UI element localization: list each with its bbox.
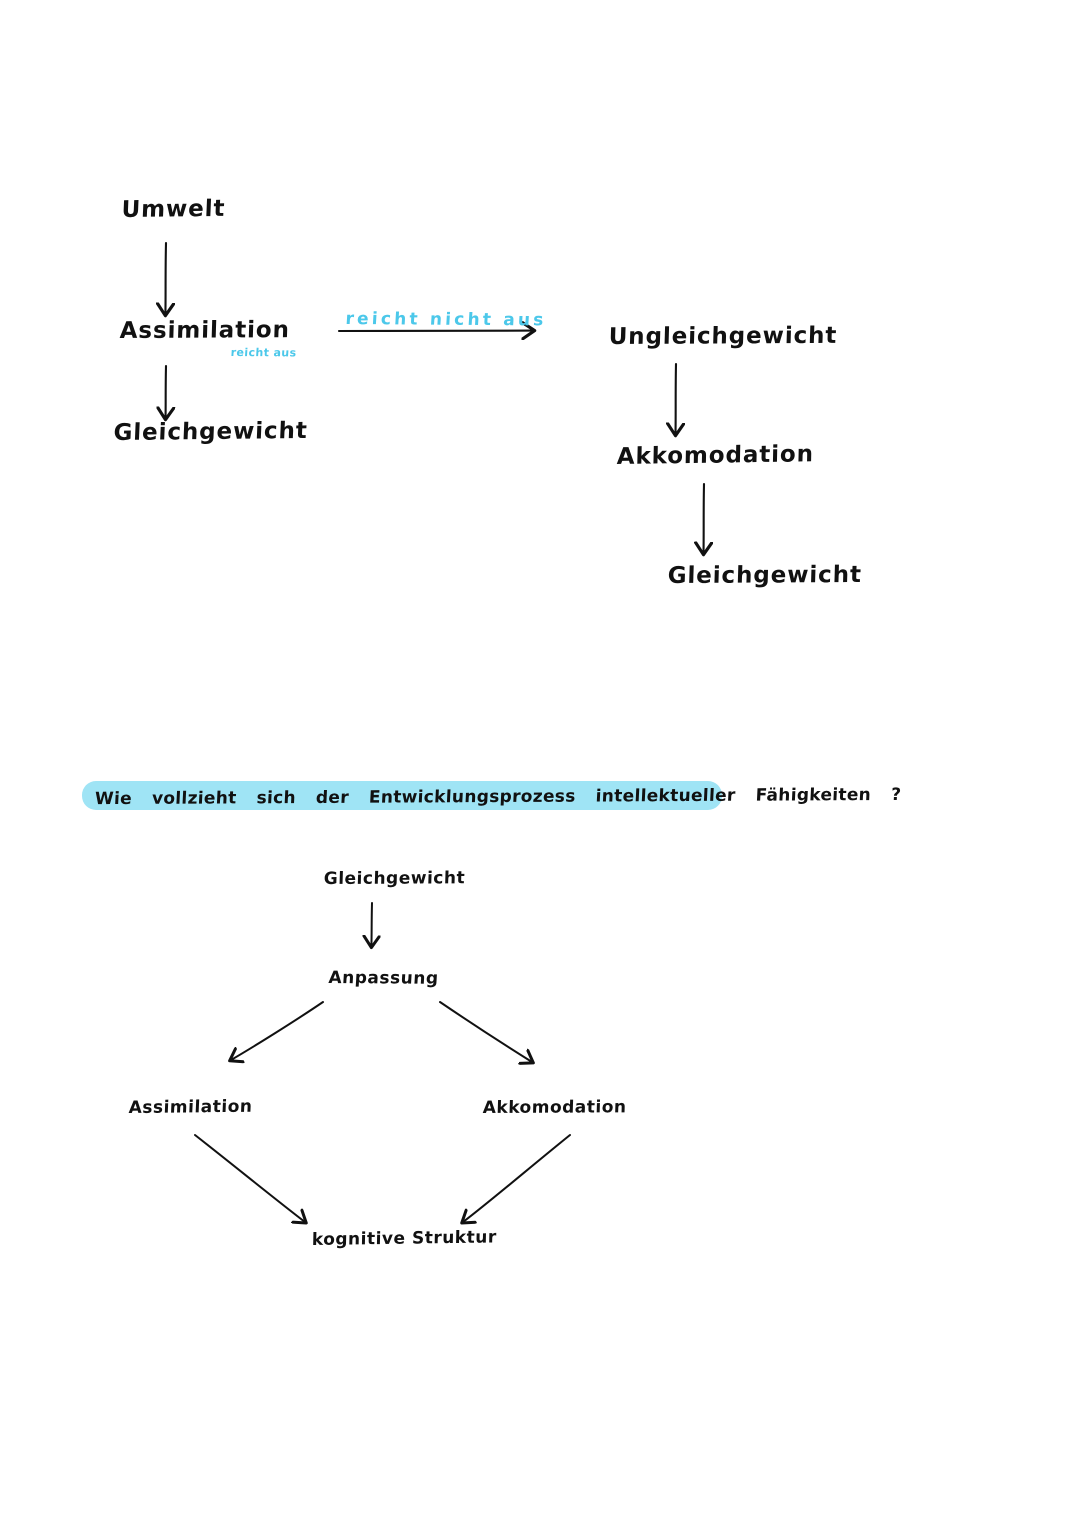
question-word: intellektueller <box>595 785 737 807</box>
question-word: vollzieht <box>151 788 238 809</box>
arrow-ungleichgewicht-to-akkomodation <box>676 362 677 434</box>
arrow-akkomodation-to-kognitive-struktur <box>463 1134 571 1222</box>
question-word: sich <box>256 788 297 809</box>
annotation-reicht-nicht-aus: reicht nicht aus <box>344 309 548 331</box>
arrow-akkomodation-to-gleichgewicht <box>704 482 705 553</box>
arrow-assimilation-to-gleichgewicht <box>166 364 167 418</box>
arrow-gleichgewicht-to-anpassung <box>371 902 372 946</box>
node-akkomodation-top: Akkomodation <box>616 441 815 471</box>
question-word: der <box>315 787 350 808</box>
arrow-anpassung-to-assimilation <box>231 1001 324 1060</box>
node-assimilation-bottom: Assimilation <box>128 1096 253 1119</box>
question-highlight-bar <box>82 781 722 810</box>
node-umwelt: Umwelt <box>120 195 226 224</box>
annotation-reicht-aus: reicht aus <box>230 346 297 360</box>
question-word: Wie <box>94 788 133 810</box>
node-anpassung: Anpassung <box>327 968 440 989</box>
node-kognitive-struktur: kognitive Struktur <box>311 1227 497 1251</box>
node-gleichgewicht-bottom: Gleichgewicht <box>323 868 466 890</box>
node-assimilation-top: Assimilation <box>119 317 291 345</box>
arrow-anpassung-to-akkomodation <box>439 1001 532 1062</box>
question-word: Entwicklungsprozess <box>368 786 577 808</box>
arrow-umwelt-to-assimilation <box>165 241 166 314</box>
node-akkomodation-bottom: Akkomodation <box>482 1097 627 1119</box>
node-ungleichgewicht: Ungleichgewicht <box>608 322 838 351</box>
question-mark: ? <box>890 784 902 805</box>
arrow-assimilation-to-kognitive-struktur <box>194 1134 305 1222</box>
node-gleichgewicht-right: Gleichgewicht <box>667 561 863 590</box>
node-gleichgewicht-left: Gleichgewicht <box>112 417 309 447</box>
question-word: Fähigkeiten <box>755 785 872 806</box>
